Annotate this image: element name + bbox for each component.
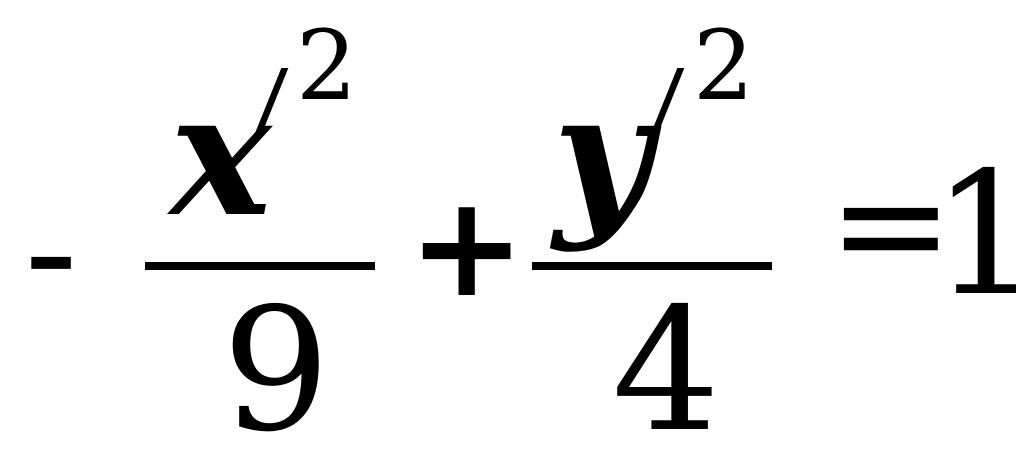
denominator-9: 9 [222, 272, 331, 470]
exponent-x: 2 [296, 10, 358, 122]
equals-sign: = [828, 138, 954, 312]
numerator-variable-x: x [170, 55, 272, 255]
plus-operator: + [408, 166, 526, 329]
numerator-variable-y: y [553, 55, 652, 255]
fraction-bar [532, 262, 772, 270]
fraction-bar [145, 262, 375, 270]
prime-mark-icon [650, 68, 685, 134]
exponent-y: 2 [693, 10, 755, 122]
right-hand-side-value: 1 [932, 136, 1024, 334]
denominator-4: 4 [612, 272, 721, 470]
leading-minus-sign: - [24, 166, 79, 340]
